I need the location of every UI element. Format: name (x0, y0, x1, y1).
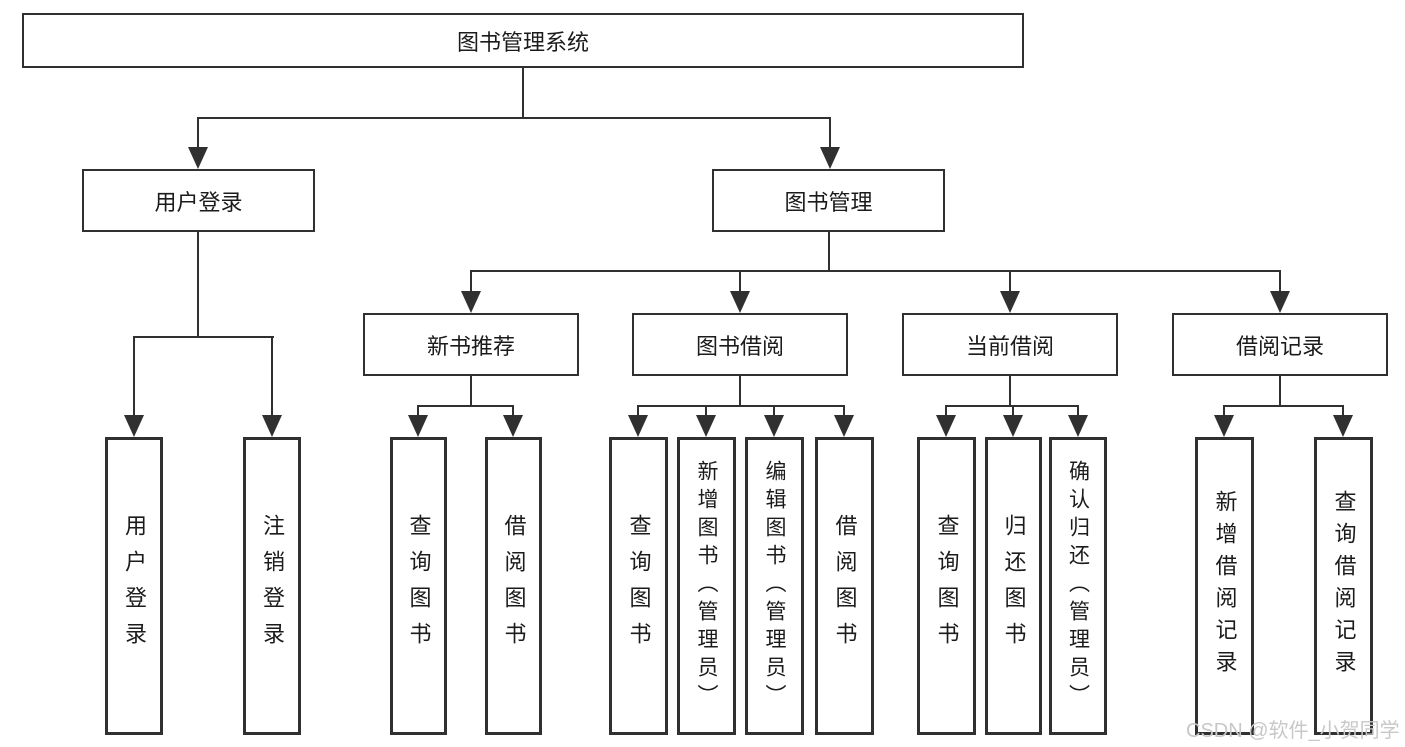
connector-l3-drop (470, 270, 472, 291)
connector-borrow-drop (637, 405, 639, 415)
leaf-query-books: 查询图书 (609, 437, 668, 735)
node-book-borrow-label: 图书借阅 (695, 333, 784, 359)
arrowhead-down-icon (764, 415, 784, 437)
leaf-logout-label: 注销登录 (260, 514, 285, 658)
connector-borrow-drop (843, 405, 845, 415)
connector-login-drop (271, 336, 273, 415)
watermark: CSDN @软件_小贺同学 (1186, 720, 1400, 742)
node-user-login: 用户登录 (82, 169, 315, 232)
arrowhead-down-icon (1000, 291, 1020, 313)
leaf-edit-book-admin-label: 编辑图书（管理员） (763, 460, 786, 712)
node-current-borrow-label: 当前借阅 (965, 333, 1054, 359)
connector-borrow-drop (705, 405, 707, 415)
node-book-management: 图书管理 (712, 169, 945, 232)
connector-current-drop (1012, 405, 1014, 415)
node-root: 图书管理系统 (22, 13, 1024, 68)
leaf-query-books-label: 查询图书 (406, 514, 432, 658)
node-book-borrow: 图书借阅 (632, 313, 848, 376)
leaf-return-books: 归还图书 (985, 437, 1042, 735)
connector-newbook-stem (470, 376, 472, 405)
connector-records-rail (1223, 405, 1343, 407)
leaf-add-book-admin: 新增图书（管理员） (677, 437, 736, 735)
node-current-borrow: 当前借阅 (902, 313, 1118, 376)
node-root-label: 图书管理系统 (456, 29, 589, 55)
connector-current-rail (945, 405, 1078, 407)
leaf-logout: 注销登录 (243, 437, 301, 735)
node-borrow-records-label: 借阅记录 (1235, 333, 1324, 359)
arrowhead-down-icon (730, 291, 750, 313)
connector-newbook-rail (417, 405, 514, 407)
arrowhead-down-icon (1333, 415, 1353, 437)
connector-current-stem (1009, 376, 1011, 405)
connector-l2-rail (197, 117, 831, 119)
leaf-borrow-books: 借阅图书 (485, 437, 542, 735)
arrowhead-down-icon (628, 415, 648, 437)
connector-borrow-drop (773, 405, 775, 415)
leaf-query-borrow-record-label: 查询借阅记录 (1331, 490, 1357, 682)
leaf-edit-book-admin: 编辑图书（管理员） (745, 437, 804, 735)
connector-l2-left-drop (197, 117, 199, 147)
connector-l3-drop (1009, 270, 1011, 291)
connector-l3-rail (470, 270, 1281, 272)
arrowhead-down-icon (1270, 291, 1290, 313)
leaf-add-borrow-record: 新增借阅记录 (1195, 437, 1254, 735)
connector-current-drop (945, 405, 947, 415)
connector-l2-right-drop (829, 117, 831, 147)
arrowhead-down-icon (1214, 415, 1234, 437)
leaf-query-books: 查询图书 (917, 437, 976, 735)
arrowhead-down-icon (124, 415, 144, 437)
leaf-confirm-return-admin-label: 确认归还（管理员） (1066, 460, 1090, 712)
arrowhead-down-icon (461, 291, 481, 313)
connector-newbook-drop (512, 405, 514, 415)
arrowhead-down-icon (1003, 415, 1023, 437)
connector-mgmt-stem (828, 232, 830, 270)
arrowhead-down-icon (1068, 415, 1088, 437)
arrowhead-down-icon (936, 415, 956, 437)
node-borrow-records: 借阅记录 (1172, 313, 1388, 376)
node-book-management-label: 图书管理 (784, 189, 873, 215)
leaf-query-books-label: 查询图书 (934, 514, 960, 658)
connector-login-rail (133, 336, 274, 338)
connector-l3-drop (1279, 270, 1281, 291)
connector-login-stem (197, 232, 199, 336)
arrowhead-down-icon (820, 147, 840, 169)
arrowhead-down-icon (262, 415, 282, 437)
connector-borrow-stem (739, 376, 741, 405)
leaf-user-login-label: 用户登录 (122, 514, 147, 658)
arrowhead-down-icon (696, 415, 716, 437)
leaf-confirm-return-admin: 确认归还（管理员） (1049, 437, 1107, 735)
leaf-user-login: 用户登录 (105, 437, 163, 735)
leaf-add-book-admin-label: 新增图书（管理员） (695, 460, 718, 712)
node-new-book-recommend: 新书推荐 (363, 313, 579, 376)
arrowhead-down-icon (834, 415, 854, 437)
node-user-login-label: 用户登录 (154, 189, 243, 215)
connector-records-stem (1279, 376, 1281, 405)
leaf-query-books-label: 查询图书 (626, 514, 652, 658)
connector-login-drop (133, 336, 135, 415)
leaf-return-books-label: 归还图书 (1001, 514, 1027, 658)
connector-borrow-rail (637, 405, 845, 407)
connector-root-stem (522, 68, 524, 117)
leaf-borrow-books-label: 借阅图书 (832, 514, 858, 658)
arrowhead-down-icon (408, 415, 428, 437)
connector-l3-drop (739, 270, 741, 291)
arrowhead-down-icon (503, 415, 523, 437)
leaf-query-borrow-record: 查询借阅记录 (1314, 437, 1373, 735)
leaf-add-borrow-record-label: 新增借阅记录 (1212, 490, 1238, 682)
leaf-borrow-books: 借阅图书 (815, 437, 874, 735)
leaf-borrow-books-label: 借阅图书 (501, 514, 527, 658)
leaf-query-books: 查询图书 (390, 437, 447, 735)
arrowhead-down-icon (188, 147, 208, 169)
connector-current-drop (1077, 405, 1079, 415)
connector-newbook-drop (417, 405, 419, 415)
connector-records-drop (1223, 405, 1225, 415)
node-new-book-recommend-label: 新书推荐 (426, 333, 515, 359)
connector-records-drop (1342, 405, 1344, 415)
